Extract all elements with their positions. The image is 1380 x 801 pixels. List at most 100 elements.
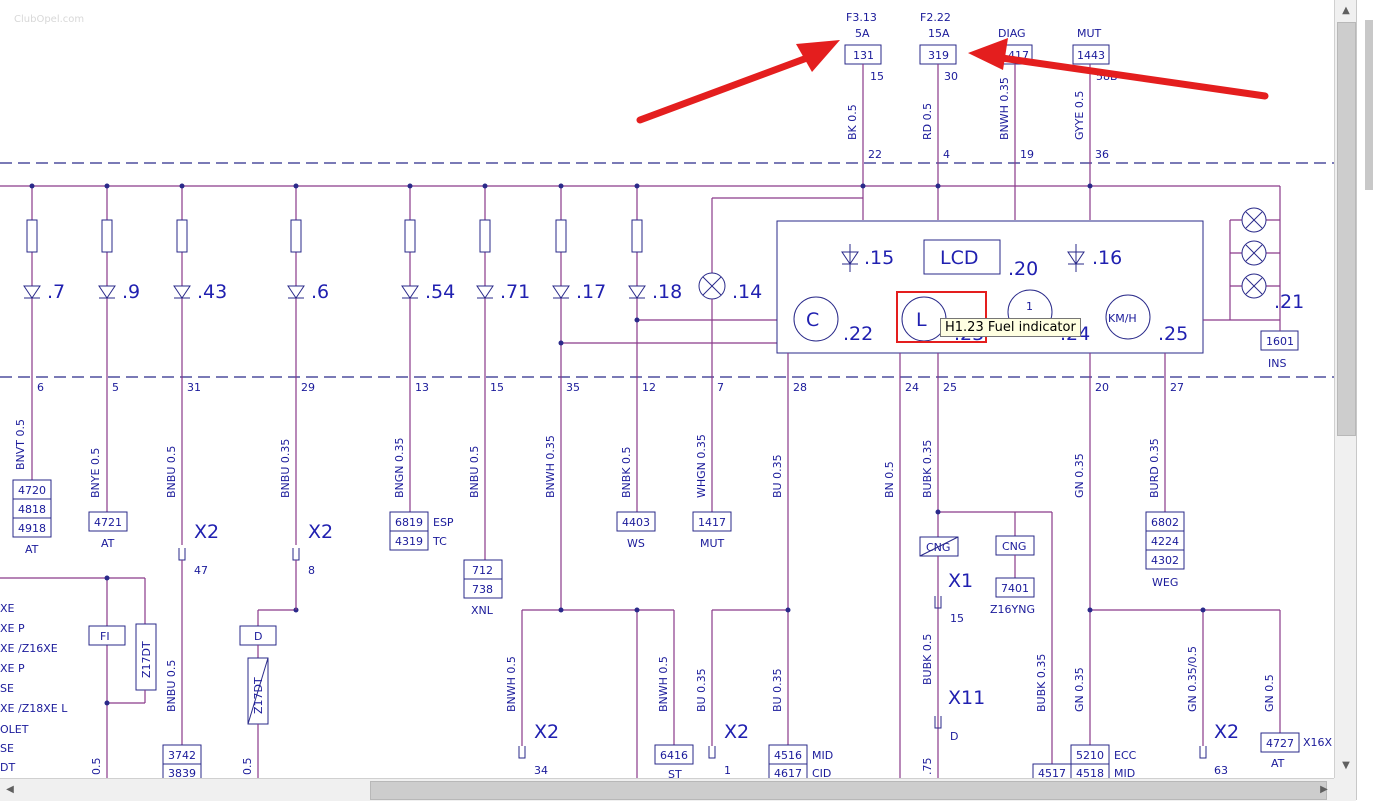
svg-text:BNBK 0.5: BNBK 0.5 <box>620 446 633 498</box>
connector-3742[interactable]: 3742 3839 <box>162 744 202 784</box>
svg-text:1443: 1443 <box>1077 49 1105 62</box>
svg-text:4517: 4517 <box>1038 767 1066 778</box>
svg-text:D: D <box>950 730 958 743</box>
cluster-diode-15 <box>841 244 859 272</box>
svg-text:31: 31 <box>187 381 201 394</box>
svg-text:35: 35 <box>566 381 580 394</box>
svg-text:319: 319 <box>928 49 949 62</box>
horizontal-scroll-thumb[interactable] <box>370 781 1327 800</box>
svg-text:CNG: CNG <box>1002 540 1026 553</box>
connector-ecc-mid[interactable]: 5210 4518 ECC MID <box>1070 744 1137 784</box>
indicator-label: .9 <box>122 281 140 303</box>
svg-text:F2.22: F2.22 <box>920 11 951 24</box>
connector-mut[interactable]: 1417 MUT <box>692 511 732 550</box>
clock-gauge[interactable] <box>793 296 839 342</box>
svg-text:X11: X11 <box>948 687 985 709</box>
scroll-up-icon[interactable]: ▲ <box>1342 5 1350 16</box>
svg-text:47: 47 <box>194 564 208 577</box>
svg-text:6802: 6802 <box>1151 516 1179 529</box>
fuse-f2-22[interactable]: F2.22 15A 319 30 <box>919 11 958 83</box>
svg-text:X1: X1 <box>948 570 973 592</box>
scroll-left-icon[interactable]: ◀ <box>6 784 14 795</box>
svg-text:15: 15 <box>490 381 504 394</box>
outer-scroll-thumb[interactable] <box>1365 20 1373 190</box>
connector-at-1[interactable]: 4720 4818 4918 AT <box>12 479 52 556</box>
svg-text:.75: .75 <box>921 758 934 776</box>
fuse-f3-13[interactable]: F3.13 5A 131 15 <box>844 11 884 83</box>
svg-text:BU 0.35: BU 0.35 <box>771 454 784 498</box>
svg-text:.21: .21 <box>1274 291 1304 313</box>
cng-switch-b[interactable]: CNG <box>995 535 1035 556</box>
connector-z16yng[interactable]: 7401 Z16YNG <box>990 577 1035 616</box>
watermark-logo: ClubOpel.com <box>14 14 85 25</box>
connector-ws[interactable]: 4403 WS <box>616 511 656 550</box>
svg-text:X2: X2 <box>534 721 559 743</box>
wiring-diagram: F3.13 5A 131 15 F2.22 15A 319 30 DIAG 14… <box>0 11 1334 784</box>
svg-text:GN 0.5: GN 0.5 <box>1263 674 1276 712</box>
svg-text:.25: .25 <box>1158 323 1188 345</box>
fi-box[interactable] <box>88 625 126 646</box>
lamp-14[interactable] <box>698 272 726 300</box>
svg-text:3742: 3742 <box>168 749 196 762</box>
connector-4727[interactable]: 4727 X16X AT <box>1260 732 1333 770</box>
wire-label: GYYE 0.5 <box>1073 91 1086 140</box>
svg-text:AT: AT <box>1271 757 1285 770</box>
svg-text:ECC: ECC <box>1114 749 1137 762</box>
svg-text:D: D <box>254 630 262 643</box>
connector-at-2[interactable]: 4721 AT <box>88 511 128 550</box>
vertical-scroll-thumb[interactable] <box>1337 22 1356 436</box>
svg-text:MUT: MUT <box>700 537 725 550</box>
connector-st[interactable]: 6416 ST <box>654 744 694 781</box>
svg-text:DIAG: DIAG <box>998 27 1026 40</box>
svg-text:1601: 1601 <box>1266 335 1294 348</box>
svg-text:KM/H: KM/H <box>1108 312 1137 325</box>
svg-text:XE /Z18XE L: XE /Z18XE L <box>0 702 68 715</box>
svg-text:36: 36 <box>1095 148 1109 161</box>
svg-text:12: 12 <box>642 381 656 394</box>
svg-text:6: 6 <box>37 381 44 394</box>
svg-text:GN 0.35: GN 0.35 <box>1073 667 1086 712</box>
svg-text:0.5: 0.5 <box>241 758 254 776</box>
svg-text:TC: TC <box>432 535 447 548</box>
cng-switch-a[interactable]: CNG <box>919 536 959 557</box>
svg-text:30: 30 <box>944 70 958 83</box>
connector-xnl[interactable]: 712 738 XNL <box>463 559 503 617</box>
svg-text:712: 712 <box>472 564 493 577</box>
fuel-gauge-highlight <box>896 291 987 343</box>
connector-mid-cid[interactable]: 4516 4617 MID CID <box>768 744 833 784</box>
svg-text:4720: 4720 <box>18 484 46 497</box>
svg-text:BNBU 0.5: BNBU 0.5 <box>165 660 178 712</box>
lcd-display[interactable] <box>923 239 1001 275</box>
svg-text:.15: .15 <box>864 247 894 269</box>
outer-scroll-panel[interactable] <box>1356 0 1380 800</box>
vertical-scrollbar[interactable]: ▲ ▼ <box>1334 0 1357 778</box>
connector-weg[interactable]: 6802 4224 4302 WEG <box>1145 511 1185 589</box>
svg-text:131: 131 <box>853 49 874 62</box>
svg-text:XE P: XE P <box>0 662 25 675</box>
lamp-group-21[interactable] <box>1203 207 1280 321</box>
svg-text:BNBU 0.5: BNBU 0.5 <box>468 446 481 498</box>
annotation-arrow-right <box>968 38 1269 100</box>
svg-text:4818: 4818 <box>18 503 46 516</box>
horizontal-scrollbar[interactable]: ◀ ▶ <box>0 778 1356 801</box>
svg-text:OLET: OLET <box>0 723 29 736</box>
svg-text:22: 22 <box>868 148 882 161</box>
svg-text:X2: X2 <box>1214 721 1239 743</box>
svg-text:4302: 4302 <box>1151 554 1179 567</box>
connector-esp-tc[interactable]: 6819 4319 ESP TC <box>389 511 454 551</box>
svg-text:BN 0.5: BN 0.5 <box>883 461 896 498</box>
scroll-down-icon[interactable]: ▼ <box>1342 760 1350 771</box>
indicator-label: .71 <box>500 281 530 303</box>
connector-4517[interactable]: 4517 <box>1032 763 1072 784</box>
svg-text:0.5: 0.5 <box>90 758 103 776</box>
z17dt-box[interactable] <box>135 623 157 691</box>
svg-text:WEG: WEG <box>1152 576 1178 589</box>
scroll-right-icon[interactable]: ▶ <box>1320 784 1328 795</box>
svg-text:1: 1 <box>1026 300 1033 313</box>
svg-text:1417: 1417 <box>698 516 726 529</box>
speedometer-gauge[interactable] <box>1105 294 1151 340</box>
svg-text:8: 8 <box>308 564 315 577</box>
svg-text:X2: X2 <box>194 521 219 543</box>
svg-text:4: 4 <box>943 148 950 161</box>
